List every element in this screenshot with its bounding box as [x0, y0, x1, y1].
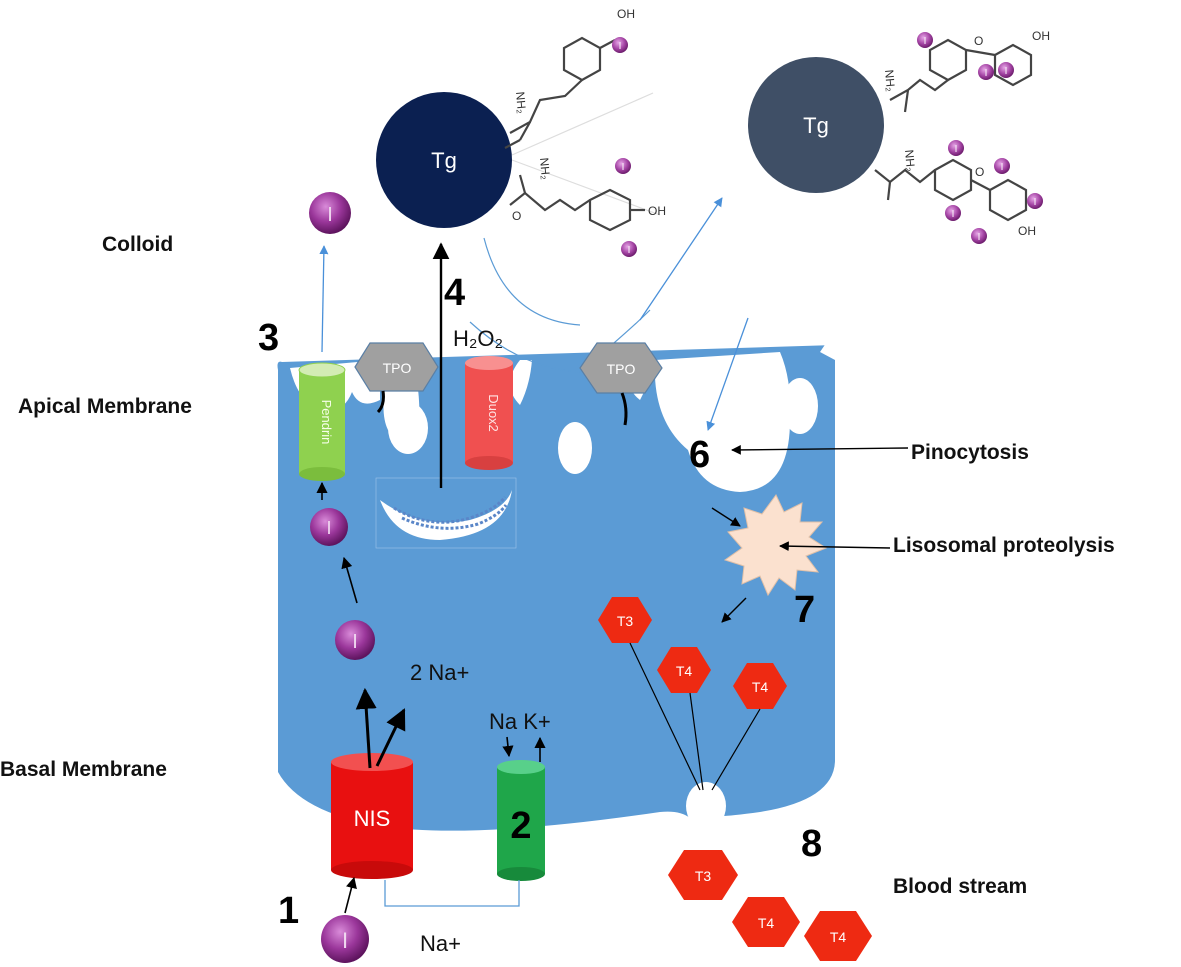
na-label: Na+ — [420, 931, 461, 956]
tpo-enzyme-right: TPO — [579, 342, 663, 426]
iodine-atom: I — [978, 64, 994, 80]
svg-text:NH₂: NH₂ — [537, 157, 553, 180]
svg-text:I: I — [985, 68, 988, 79]
t4-blood-right: T4 — [804, 911, 872, 961]
step-1: 1 — [278, 890, 299, 932]
iodide-colloid: I — [309, 192, 351, 234]
two-na-label: 2 Na+ — [410, 660, 469, 685]
svg-text:Tg: Tg — [803, 113, 829, 138]
svg-text:TPO: TPO — [607, 361, 636, 377]
iodine-atom: I — [994, 158, 1010, 174]
duox2-enzyme: Duox2 — [465, 356, 513, 470]
svg-text:NIS: NIS — [354, 806, 391, 831]
tg-sphere-right: Tg — [748, 57, 884, 193]
svg-text:I: I — [327, 204, 333, 226]
golgi-vesicle — [375, 477, 517, 549]
svg-text:T3: T3 — [695, 868, 712, 884]
t4-cell-left: T4 — [657, 647, 711, 693]
svg-text:TPO: TPO — [383, 360, 412, 376]
step-4: 4 — [444, 272, 465, 314]
svg-text:I: I — [342, 928, 348, 953]
step-3: 3 — [258, 317, 279, 359]
t4-cell-right: T4 — [733, 663, 787, 709]
svg-text:I: I — [628, 245, 631, 256]
iodine-atom: I — [971, 228, 987, 244]
iodine-atom: I — [1027, 193, 1043, 209]
svg-text:I: I — [352, 631, 358, 653]
svg-text:T4: T4 — [830, 929, 847, 945]
step-6: 6 — [689, 434, 710, 476]
svg-text:I: I — [1005, 66, 1008, 77]
svg-text:NH₂: NH₂ — [513, 91, 529, 114]
svg-text:I: I — [622, 162, 625, 173]
dit-structure: NH₂ OH O — [509, 157, 666, 232]
svg-text:O: O — [512, 209, 521, 223]
svg-text:I: I — [955, 144, 958, 155]
svg-text:Pendrin: Pendrin — [319, 400, 334, 445]
svg-text:NH₂: NH₂ — [882, 69, 898, 92]
lysosomal-proteolysis-label: Lisosomal proteolysis — [893, 534, 1115, 557]
pinocytosis-label: Pinocytosis — [911, 441, 1029, 464]
svg-text:I: I — [1034, 197, 1037, 208]
svg-text:I: I — [619, 41, 622, 52]
iodide-lower-cell: I — [335, 620, 375, 660]
h2o2-label: H₂O₂ — [453, 326, 503, 351]
svg-text:OH: OH — [1032, 29, 1050, 43]
svg-text:I: I — [978, 232, 981, 243]
nis-symporter: NIS — [331, 753, 413, 879]
iodine-atom: I — [621, 241, 637, 257]
svg-text:O: O — [975, 165, 984, 179]
iodine-atom: I — [612, 37, 628, 53]
apical-membrane-label: Apical Membrane — [18, 395, 192, 418]
svg-text:NH₂: NH₂ — [902, 149, 918, 172]
svg-text:T4: T4 — [676, 663, 693, 679]
svg-text:OH: OH — [1018, 224, 1036, 238]
na-k-label: Na K+ — [489, 709, 551, 734]
flow-arrows — [316, 197, 909, 914]
iodine-atom: I — [945, 205, 961, 221]
step-8: 8 — [801, 823, 822, 865]
svg-text:T3: T3 — [617, 613, 634, 629]
na-k-atpase: 2 — [497, 760, 545, 881]
iodine-atom: I — [615, 158, 631, 174]
t3-blood: T3 — [668, 850, 738, 900]
colloid-label: Colloid — [102, 233, 173, 256]
svg-text:OH: OH — [617, 7, 635, 21]
iodine-atom: I — [998, 62, 1014, 78]
blood-stream-label: Blood stream — [893, 875, 1027, 898]
svg-text:T4: T4 — [752, 679, 769, 695]
exocytosis-vesicle — [686, 782, 726, 830]
iodine-atom: I — [948, 140, 964, 156]
iodide-blood: I — [321, 915, 369, 963]
svg-text:I: I — [952, 209, 955, 220]
t3-structure: OH NH₂ O — [882, 29, 1050, 113]
tpo-enzyme-left: TPO — [354, 342, 439, 414]
pendrin-transporter: Pendrin — [298, 362, 346, 481]
structure-iodine-atoms: I I I I I I I I I I I — [612, 32, 1043, 257]
basal-membrane-label: Basal Membrane — [0, 758, 167, 781]
step-7: 7 — [794, 589, 815, 631]
svg-text:2: 2 — [510, 805, 531, 847]
svg-text:I: I — [326, 518, 331, 538]
iodide-upper-cell: I — [310, 508, 348, 546]
svg-text:OH: OH — [648, 204, 666, 218]
iodine-atom: I — [917, 32, 933, 48]
svg-text:I: I — [924, 36, 927, 47]
t4-blood-left: T4 — [732, 897, 800, 947]
svg-text:T4: T4 — [758, 915, 775, 931]
svg-text:O: O — [974, 34, 983, 48]
svg-text:I: I — [1001, 162, 1004, 173]
svg-text:Tg: Tg — [431, 148, 457, 173]
t4-structure: NH₂ OH O — [874, 149, 1036, 238]
na-recycle-line — [384, 880, 520, 907]
svg-text:Duox2: Duox2 — [486, 394, 501, 432]
tg-sphere-left: Tg — [376, 92, 512, 228]
lysosome — [723, 494, 828, 597]
hormone-export-lines — [629, 642, 761, 791]
t3-cell: T3 — [598, 597, 652, 643]
mit-structure: NH₂ OH — [504, 7, 635, 149]
